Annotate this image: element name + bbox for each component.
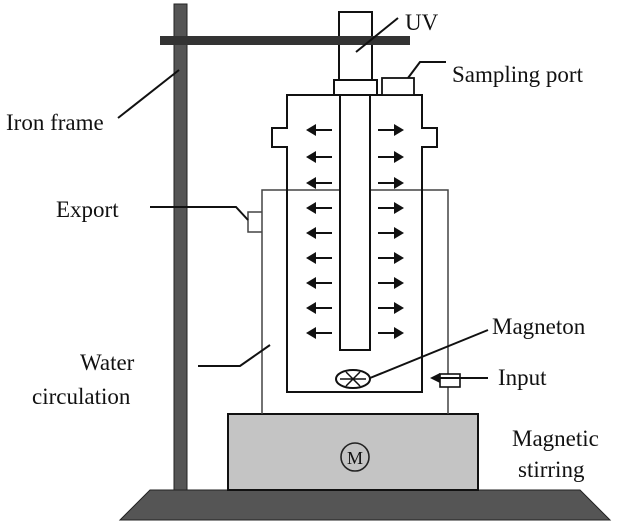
arrow-right-icon — [378, 124, 404, 136]
export-leader — [150, 206, 249, 221]
arrow-right-icon — [378, 227, 404, 239]
arrow-right-icon — [378, 277, 404, 289]
export-nozzle — [247, 211, 262, 233]
sampling-port-leader — [407, 61, 446, 79]
arrow-left-icon — [306, 302, 332, 314]
stir-bar-icon — [335, 369, 371, 389]
uv-leader — [355, 17, 399, 53]
export-label: Export — [56, 197, 119, 222]
sampling-port-label: Sampling port — [452, 62, 584, 87]
arrow-left-icon — [306, 327, 332, 339]
arrow-left-icon — [306, 227, 332, 239]
iron-frame-label: Iron frame — [6, 110, 104, 135]
uv-lamp-housing — [338, 11, 373, 81]
input-nozzle — [439, 373, 461, 388]
input-label: Input — [498, 365, 547, 390]
water-circulation-leader — [198, 344, 271, 367]
clamp-bar-front — [330, 36, 382, 45]
arrow-right-icon — [378, 202, 404, 214]
reaction-vessel — [271, 94, 438, 393]
light-arrows — [306, 124, 404, 339]
water-circulation-label-line2: circulation — [32, 384, 131, 409]
sampling-port — [381, 77, 415, 96]
magnetic-stirring-label-line1: Magnetic — [512, 426, 599, 451]
clamp-bar — [160, 36, 410, 45]
motor-symbol: M — [347, 448, 363, 468]
input-arrow — [430, 373, 488, 383]
iron-frame-rod — [173, 3, 188, 491]
arrow-right-icon — [378, 177, 404, 189]
uv-lamp-tube — [339, 94, 371, 351]
arrow-right-icon — [378, 151, 404, 163]
magnetic-stirrer-box — [227, 413, 479, 491]
arrow-right-icon — [378, 302, 404, 314]
uv-lamp-collar — [333, 79, 378, 96]
iron-frame-leader — [117, 69, 180, 119]
water-circulation-label-line1: Water — [80, 350, 135, 375]
arrow-right-icon — [378, 327, 404, 339]
stand-base — [118, 489, 612, 521]
arrow-left-icon — [306, 124, 332, 136]
magnetic-stirring-label-line2: stirring — [518, 457, 585, 482]
arrow-left-icon — [306, 252, 332, 264]
arrow-left-icon — [306, 277, 332, 289]
arrow-right-icon — [378, 252, 404, 264]
magneton-label: Magneton — [492, 314, 586, 339]
motor-icon — [340, 442, 370, 472]
magneton-leader — [369, 329, 489, 379]
arrow-left-icon — [306, 177, 332, 189]
arrow-left-icon — [306, 202, 332, 214]
arrow-left-icon — [306, 151, 332, 163]
uv-label: UV — [405, 10, 439, 35]
